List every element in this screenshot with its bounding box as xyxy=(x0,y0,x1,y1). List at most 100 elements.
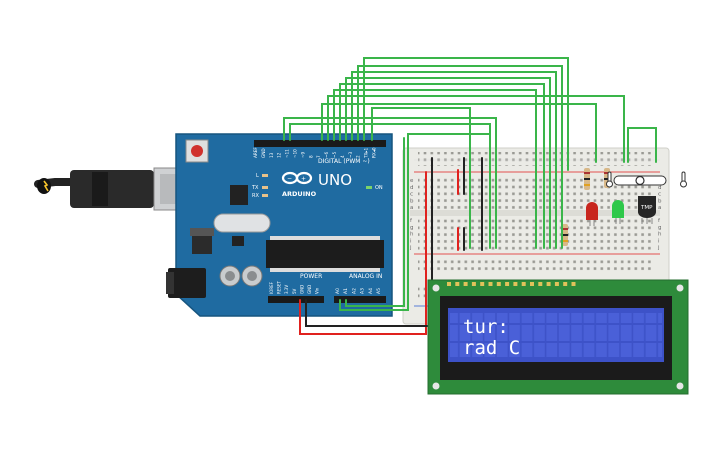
row-letter: b xyxy=(410,198,414,204)
lcd-header-pin[interactable] xyxy=(513,282,518,286)
brand-label: ARDUINO xyxy=(282,190,317,198)
svg-text:TX: TX xyxy=(251,185,259,191)
digital-pin-label: 8 xyxy=(308,155,313,158)
power-header xyxy=(268,296,324,303)
digital-pin-label: 2 xyxy=(356,155,361,158)
arduino-logo: − + xyxy=(281,171,313,185)
slider-handle[interactable] xyxy=(635,175,645,186)
row-letter: d xyxy=(410,185,414,191)
lightning-icon xyxy=(43,180,49,192)
power-pin-label: 5V xyxy=(292,288,297,294)
lcd-header-pin[interactable] xyxy=(471,282,476,286)
digital-header-label: DIGITAL (PWM ~) xyxy=(318,158,370,165)
lcd-header-pin[interactable] xyxy=(496,282,501,286)
lcd-header-pin[interactable] xyxy=(447,282,451,286)
capacitors xyxy=(219,265,263,287)
row-letter: i xyxy=(658,238,660,244)
lcd-module[interactable]: tur: rad C xyxy=(427,279,689,395)
row-letter: h xyxy=(658,232,662,238)
row-letter: d xyxy=(658,185,662,191)
thermometer-icon xyxy=(606,171,613,188)
digital-pin-label: ~11 xyxy=(285,149,290,158)
lcd-header-pin[interactable] xyxy=(480,282,485,286)
thermometer-icon-right xyxy=(680,171,687,188)
svg-text:−: − xyxy=(287,176,292,183)
analog-pin-label: A5 xyxy=(376,288,382,294)
lcd-header-pin[interactable] xyxy=(505,282,510,286)
temperature-slider[interactable] xyxy=(606,171,687,188)
row-letter: j xyxy=(409,245,412,251)
model-label: UNO xyxy=(318,171,352,189)
lcd-header-pin[interactable] xyxy=(538,282,543,286)
digital-pin-label: GND xyxy=(261,148,266,158)
wires[interactable] xyxy=(283,57,657,335)
crystal-oscillator xyxy=(213,213,271,233)
power-header-label: POWER xyxy=(300,273,322,280)
usb-chip xyxy=(230,185,248,205)
row-letter: h xyxy=(410,232,414,238)
row-letter: c xyxy=(658,192,661,198)
analog-pin-label: A0 xyxy=(335,288,341,294)
resistor-top[interactable] xyxy=(584,168,590,190)
digital-pin-label: ~5 xyxy=(332,151,337,158)
digital-pin-label: ~6 xyxy=(324,151,329,158)
analog-pin-label: A1 xyxy=(343,288,349,294)
row-letter: f xyxy=(658,218,661,224)
analog-header xyxy=(334,296,386,303)
row-letter: i xyxy=(410,238,412,244)
lcd-header-pin[interactable] xyxy=(488,282,493,286)
row-letter: e xyxy=(410,178,414,184)
digital-pin-label: AREF xyxy=(253,147,258,158)
row-letter: a xyxy=(410,205,413,211)
digital-pin-label: TX▸1 xyxy=(364,147,369,159)
digital-pin-label: ~10 xyxy=(293,149,298,158)
power-pin-label: GND xyxy=(299,285,304,294)
voltage-regulator xyxy=(192,236,212,254)
row-letter: g xyxy=(658,225,662,231)
lcd-header-pin[interactable] xyxy=(571,282,576,286)
board-leds: L TX RX ON xyxy=(251,173,383,199)
red-led[interactable] xyxy=(586,202,598,226)
digital-pin-label: ~9 xyxy=(300,151,305,158)
row-letter: b xyxy=(658,198,662,204)
sensor-label: TMP xyxy=(640,205,653,211)
digital-pin-label: 7 xyxy=(316,155,321,158)
green-led[interactable] xyxy=(612,200,624,224)
lcd-header-pin[interactable] xyxy=(554,282,559,286)
svg-text:L: L xyxy=(256,173,259,179)
svg-text:RX: RX xyxy=(252,193,259,199)
analog-pin-label: A3 xyxy=(360,288,366,294)
lcd-header-pin[interactable] xyxy=(455,282,460,286)
power-pin-label: IOREF xyxy=(269,281,274,294)
row-letter: f xyxy=(410,218,413,224)
row-letter: a xyxy=(658,205,661,211)
digital-pin-label: RX◂0 xyxy=(372,147,377,158)
lcd-header-pin[interactable] xyxy=(463,282,468,286)
digital-pin-label: 4 xyxy=(340,155,345,158)
lcd-header-pin[interactable] xyxy=(546,282,551,286)
usb-cable[interactable] xyxy=(34,167,195,211)
lcd-line-2: rad C xyxy=(463,337,520,359)
lcd-header-pin[interactable] xyxy=(521,282,526,286)
power-pin-label: 3.3V xyxy=(284,285,289,294)
row-letter: g xyxy=(410,225,414,231)
row-letter: j xyxy=(657,245,660,251)
power-pin-label: RESET xyxy=(277,281,282,294)
tmp36-sensor[interactable]: TMP xyxy=(638,196,656,224)
resistor-bottom[interactable] xyxy=(562,224,568,246)
svg-text:+: + xyxy=(301,176,306,183)
digital-pin-label: 12 xyxy=(277,152,282,158)
power-pin-label: Vin xyxy=(315,287,320,294)
lcd-line-1: tur: xyxy=(463,316,509,338)
lcd-header-pin[interactable] xyxy=(563,282,568,286)
analog-pin-label: A4 xyxy=(368,288,374,294)
on-led xyxy=(366,186,372,189)
on-label: ON xyxy=(375,185,383,191)
lcd-header-pin[interactable] xyxy=(530,282,534,286)
digital-pin-label: 13 xyxy=(269,152,274,158)
digital-header xyxy=(254,140,386,147)
power-pin-label: GND xyxy=(307,285,312,294)
atmega-chip xyxy=(266,240,384,268)
